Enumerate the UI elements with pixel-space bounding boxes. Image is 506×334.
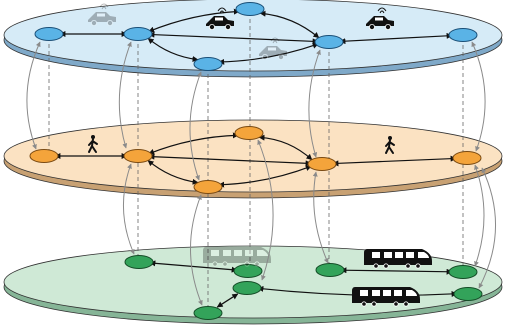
interlayer-connector (123, 163, 135, 255)
interlayer-connector (474, 164, 485, 267)
inlayer-edge (339, 32, 453, 45)
inlayer-edge (149, 260, 238, 273)
interlayer-connector (190, 194, 203, 306)
inlayer-edge (340, 267, 453, 275)
inlayer-edge (332, 155, 457, 167)
interlayer-connector (189, 71, 202, 181)
walking-person-icon (385, 136, 395, 154)
inlayer-edge (218, 42, 319, 65)
interlayer-connectors (26, 41, 496, 306)
node-middle-4 (193, 180, 223, 194)
node-middle-2 (123, 149, 153, 163)
node-middle-6 (452, 151, 482, 165)
layer-icons (88, 3, 432, 307)
node-top-5 (314, 35, 344, 49)
interlayer-connector (312, 171, 329, 264)
interlayer-connector (26, 41, 41, 150)
node-middle-3 (234, 126, 264, 140)
inlayer-edge (216, 293, 239, 308)
node-bottom-3 (193, 306, 223, 320)
node-top-4 (193, 57, 223, 71)
interlayer-connector (118, 41, 132, 149)
node-middle-5 (307, 157, 337, 171)
inlayer-edge (148, 132, 239, 155)
car-icon (88, 3, 116, 26)
inlayer-edge (259, 10, 320, 39)
walking-person-icon (88, 135, 98, 153)
inlayer-edge (148, 153, 312, 167)
car-icon (259, 37, 287, 60)
interlayer-connector (257, 139, 274, 281)
car-icon (206, 7, 234, 30)
node-top-3 (235, 2, 265, 16)
node-top-1 (34, 27, 64, 41)
interlayer-connector (471, 41, 486, 152)
node-middle-1 (29, 149, 59, 163)
interlayer-connector (478, 167, 496, 289)
node-bottom-6 (448, 265, 478, 279)
node-top-6 (448, 28, 478, 42)
train-icon (352, 287, 420, 307)
interlayer-connector (308, 49, 321, 158)
train-icon (364, 249, 432, 269)
inlayer-edge (258, 134, 313, 161)
inlayer-edge (148, 31, 319, 45)
node-bottom-4 (232, 281, 262, 295)
network-nodes (29, 2, 483, 320)
node-top-2 (123, 27, 153, 41)
node-bottom-5 (315, 263, 345, 277)
node-bottom-1 (124, 255, 154, 269)
node-bottom-7 (453, 287, 483, 301)
inlayer-edge (148, 8, 240, 33)
car-icon (366, 7, 394, 30)
